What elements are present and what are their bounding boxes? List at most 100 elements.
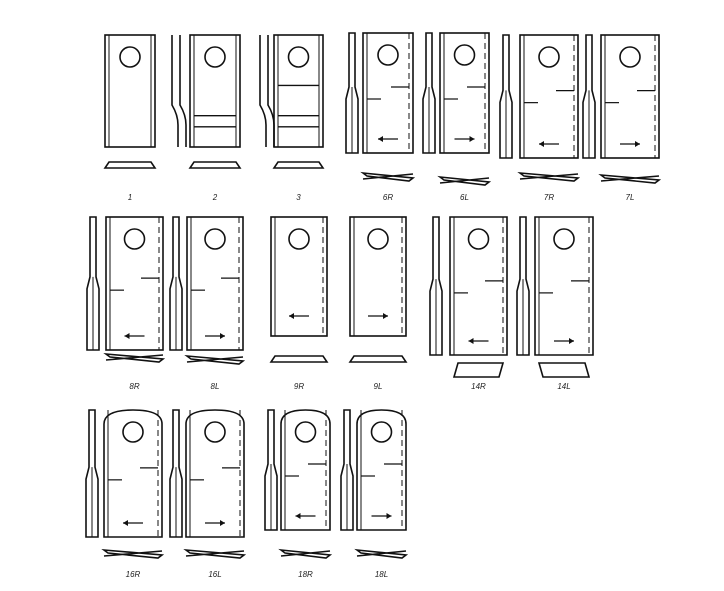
- blade-cross-section: [452, 362, 505, 378]
- blade-front-view: [186, 216, 244, 351]
- blade-side-profile: [516, 216, 530, 356]
- blade-side-profile: [429, 216, 443, 356]
- blade-label: 7R: [544, 193, 554, 202]
- arrow-right-icon: [383, 313, 388, 319]
- blade-side-profile: [259, 35, 275, 147]
- mount-hole-icon: [204, 421, 226, 443]
- blade-2: 2: [171, 34, 242, 202]
- blade-18l: 18L: [340, 409, 409, 579]
- arrow-right-icon: [635, 141, 640, 147]
- blade-cross-section: [348, 355, 408, 363]
- blade-side-profile: [345, 32, 359, 154]
- mount-hole-icon: [370, 421, 393, 443]
- blade-front-view: [356, 409, 407, 531]
- arrow-left-icon: [289, 313, 294, 319]
- blade-cross-section: [272, 161, 325, 169]
- blade-7r: 7R: [499, 34, 581, 202]
- blade-9r: 9R: [269, 216, 329, 391]
- blade-label: 8L: [211, 382, 220, 391]
- blade-label: 16R: [126, 570, 141, 579]
- blade-side-profile: [169, 216, 183, 351]
- blade-front-view: [534, 216, 594, 356]
- blade-front-view: [104, 34, 156, 148]
- blade-cross-section: [188, 161, 242, 169]
- mount-hole-icon: [377, 44, 399, 66]
- blade-7l: 7L: [582, 34, 662, 202]
- mount-hole-icon: [119, 46, 141, 68]
- blade-label: 18L: [375, 570, 388, 579]
- mount-hole-icon: [204, 46, 226, 68]
- arrow-right-icon: [469, 136, 475, 142]
- blade-side-profile: [169, 409, 183, 538]
- blade-side-profile: [582, 34, 596, 159]
- blade-cross-section: [517, 171, 581, 182]
- blade-side-profile: [422, 32, 436, 154]
- mount-hole-icon: [123, 228, 146, 250]
- mount-hole-icon: [287, 46, 310, 68]
- blade-cross-section: [103, 161, 157, 169]
- blade-cross-section: [183, 548, 247, 559]
- blade-label: 16L: [208, 570, 221, 579]
- blade-front-view: [185, 409, 245, 538]
- blade-cross-section: [437, 175, 492, 186]
- arrow-left-icon: [378, 136, 383, 142]
- blade-6l: 6L: [422, 32, 492, 202]
- mount-hole-icon: [288, 228, 310, 250]
- blade-front-view: [273, 34, 324, 148]
- blade-front-view: [349, 216, 407, 337]
- arrow-left-icon: [539, 141, 544, 147]
- blade-side-profile: [171, 35, 187, 147]
- blade-side-profile: [85, 409, 99, 538]
- blade-side-profile: [264, 409, 278, 531]
- arrow-right-icon: [220, 520, 225, 526]
- arrow-right-icon: [386, 513, 392, 519]
- blade-cross-section: [184, 354, 246, 365]
- blade-cross-section: [269, 355, 329, 363]
- blade-front-view: [449, 216, 508, 356]
- blade-label: 14R: [471, 382, 486, 391]
- blade-cross-section: [101, 548, 165, 559]
- arrow-left-icon: [295, 513, 301, 519]
- blade-cross-section: [537, 362, 591, 378]
- blade-label: 8R: [129, 382, 139, 391]
- blade-label: 6L: [460, 193, 469, 202]
- blade-8r: 8R: [86, 216, 166, 391]
- blade-front-view: [362, 32, 414, 154]
- arrow-right-icon: [569, 338, 574, 344]
- blade-front-view: [270, 216, 328, 337]
- mount-hole-icon: [204, 228, 226, 250]
- blade-1: 1: [103, 34, 157, 202]
- blade-cross-section: [360, 171, 416, 182]
- blade-front-view: [189, 34, 241, 148]
- blade-side-profile: [499, 34, 513, 159]
- blade-14l: 14L: [516, 216, 594, 391]
- blade-cross-section: [278, 548, 333, 559]
- arrow-left-icon: [124, 333, 130, 339]
- mount-hole-icon: [538, 46, 560, 68]
- blade-16r: 16R: [85, 409, 165, 579]
- blade-9l: 9L: [348, 216, 408, 391]
- blade-front-view: [280, 409, 331, 531]
- blade-label: 14L: [557, 382, 570, 391]
- blade-label: 9R: [294, 382, 304, 391]
- blade-side-profile: [86, 216, 100, 351]
- blade-14r: 14R: [429, 216, 508, 391]
- mount-hole-icon: [367, 228, 389, 250]
- blade-side-profile: [340, 409, 354, 531]
- blade-front-view: [105, 216, 164, 351]
- blade-label: 7L: [626, 193, 635, 202]
- blade-18r: 18R: [264, 409, 333, 579]
- blade-front-view: [600, 34, 660, 159]
- blade-front-view: [519, 34, 579, 159]
- blade-front-view: [439, 32, 490, 154]
- mount-hole-icon: [122, 421, 144, 443]
- blade-label: 2: [212, 193, 218, 202]
- blade-label: 6R: [383, 193, 393, 202]
- mount-hole-icon: [294, 421, 317, 443]
- blade-6r: 6R: [345, 32, 416, 202]
- arrow-right-icon: [220, 333, 225, 339]
- blade-label: 18R: [298, 570, 313, 579]
- blade-3: 3: [259, 34, 325, 202]
- blade-16l: 16L: [169, 409, 247, 579]
